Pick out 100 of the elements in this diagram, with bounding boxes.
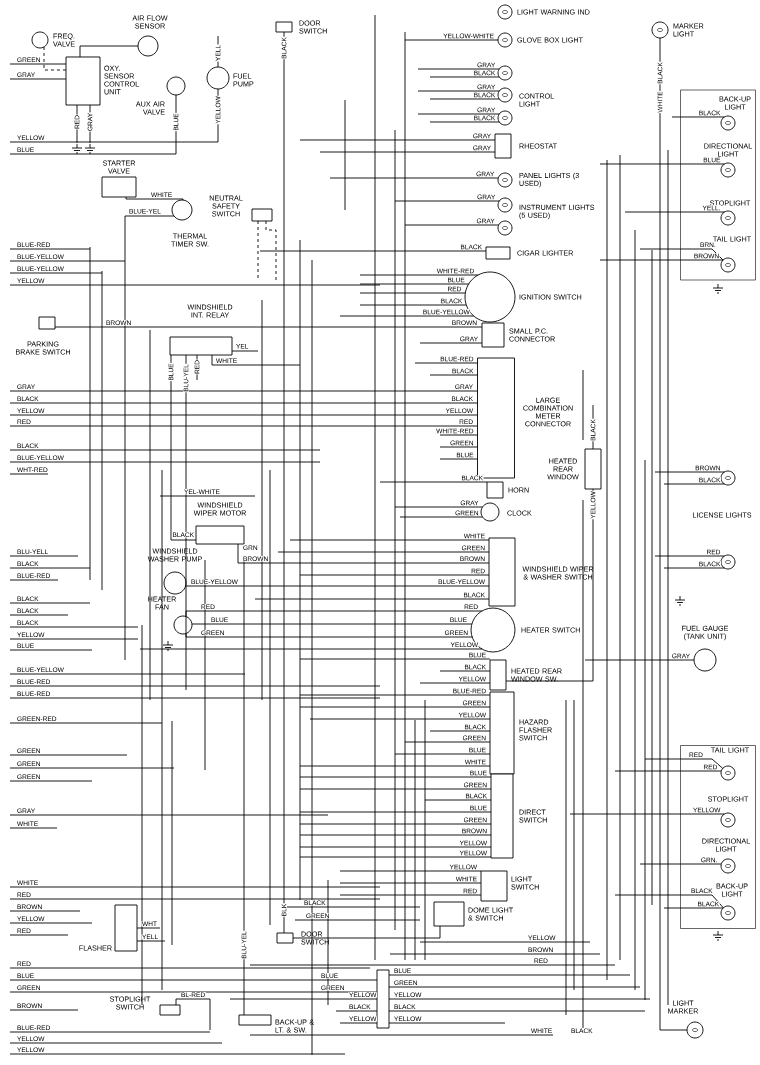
wire [654, 555, 725, 557]
wire [359, 292, 466, 294]
wire [277, 551, 490, 553]
wire [388, 986, 641, 988]
wire [191, 623, 473, 625]
lamp-symbol [497, 220, 513, 236]
wire [136, 927, 161, 929]
wire [404, 741, 491, 743]
wire [429, 76, 500, 78]
wire [584, 659, 695, 661]
wire [299, 834, 492, 836]
wire [136, 940, 166, 942]
wire [439, 458, 478, 460]
wire [170, 354, 197, 541]
wire [185, 354, 187, 691]
wire [424, 799, 492, 801]
wire [339, 315, 475, 317]
wire [359, 283, 470, 285]
wire [243, 559, 245, 1016]
wire [614, 770, 722, 772]
wire [388, 1010, 646, 1012]
wire [624, 211, 725, 213]
wire [614, 894, 724, 909]
wire [439, 446, 478, 448]
wire [9, 991, 378, 993]
wire [644, 758, 724, 769]
wire [569, 813, 725, 815]
wire [299, 811, 492, 813]
wire [663, 907, 724, 909]
wire [299, 706, 491, 708]
wire [329, 177, 499, 179]
wire [196, 354, 198, 381]
lamp-housing [680, 745, 756, 929]
wire [79, 45, 139, 58]
wire [599, 259, 724, 261]
wire [283, 31, 285, 934]
wire [9, 414, 478, 416]
wire [76, 104, 78, 144]
wire [211, 354, 301, 366]
wire [339, 894, 482, 896]
wire [185, 633, 473, 638]
wire [9, 63, 67, 65]
wire [9, 979, 378, 981]
wire [185, 585, 490, 587]
wire [9, 390, 478, 392]
lamp-housing [680, 89, 756, 281]
wire [9, 402, 478, 404]
wire [259, 250, 487, 252]
wire [388, 974, 631, 976]
wire [89, 104, 91, 144]
wire [231, 350, 259, 352]
wire [404, 39, 499, 41]
wire [505, 488, 594, 682]
wire [299, 846, 492, 848]
wire [399, 516, 483, 518]
wire [359, 274, 479, 276]
wire [339, 882, 482, 884]
wire [299, 788, 492, 790]
wire [394, 200, 500, 202]
wire [217, 35, 219, 68]
wire [43, 46, 67, 71]
wire [299, 823, 492, 825]
wire [439, 434, 478, 436]
wire [417, 113, 500, 115]
wire [265, 220, 277, 282]
wire [299, 765, 491, 767]
wire [237, 543, 490, 564]
lamp-symbol [497, 110, 513, 126]
wire [139, 648, 483, 650]
wire [379, 481, 488, 483]
wire [299, 574, 490, 576]
wire [654, 471, 725, 473]
connector-block [251, 208, 273, 222]
wire [229, 998, 378, 1000]
wire [659, 37, 688, 1031]
wire [394, 753, 491, 755]
wire [124, 215, 175, 263]
wire [299, 139, 496, 141]
wire [339, 1022, 378, 1024]
wire [394, 506, 483, 508]
wire [663, 567, 725, 569]
wire [439, 670, 491, 672]
wire [404, 224, 500, 226]
wire [319, 151, 496, 153]
wire [289, 539, 490, 541]
wire [359, 304, 467, 306]
wire [175, 998, 211, 1031]
wire [663, 483, 725, 485]
wire [639, 863, 722, 865]
wire [417, 68, 500, 70]
wire [388, 998, 651, 1000]
wire [125, 196, 184, 201]
wire [254, 598, 490, 600]
wire [429, 374, 478, 376]
wire [599, 163, 725, 165]
lamp-symbol [720, 554, 736, 570]
wire [429, 730, 491, 732]
lamp-symbol [497, 65, 513, 81]
wire [299, 694, 491, 696]
wire [671, 116, 725, 118]
